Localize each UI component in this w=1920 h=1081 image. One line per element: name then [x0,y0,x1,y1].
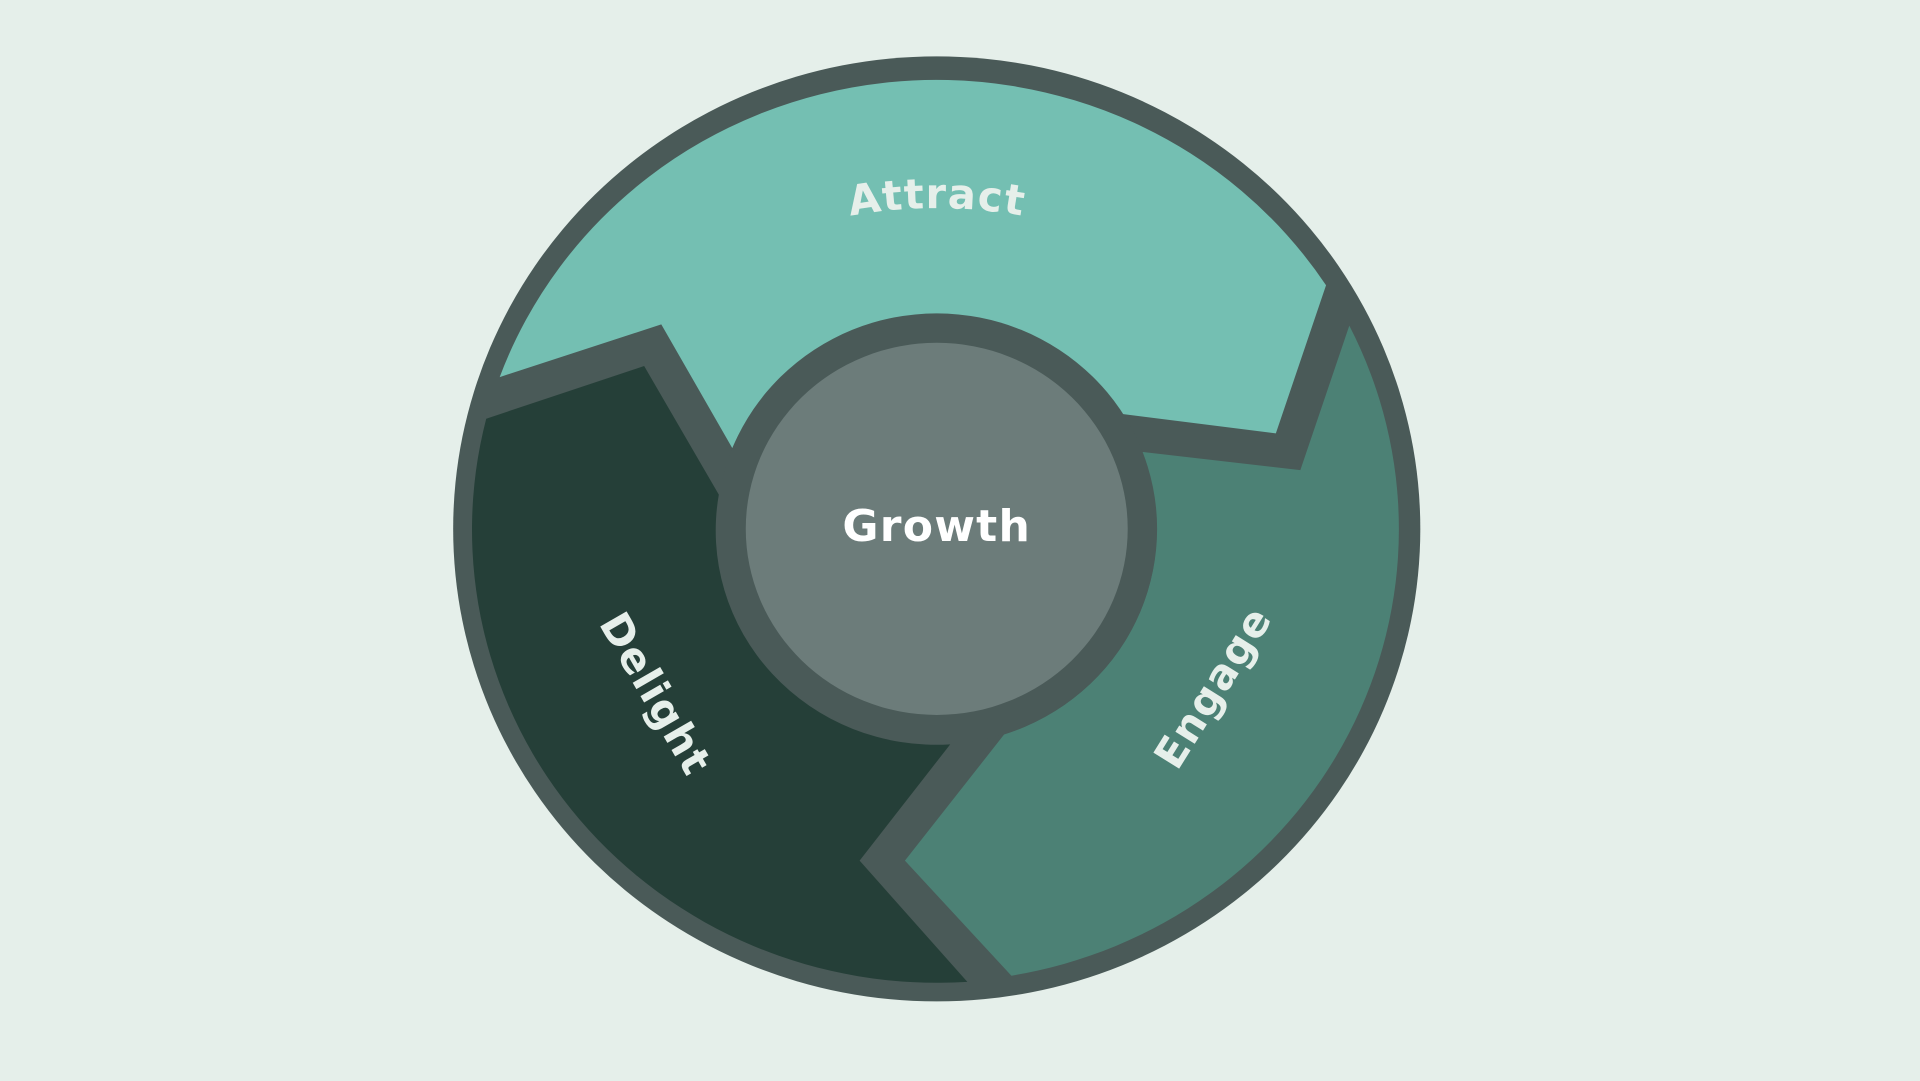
segment-attract-label: Attract [845,169,1030,226]
center-circle[interactable] [745,342,1128,715]
center-label: Growth [842,501,1031,552]
segment-attract[interactable] [499,79,1327,449]
attract-label-path: Attract [845,169,1028,226]
segment-delight[interactable] [472,366,968,983]
segment-engage[interactable] [904,325,1399,976]
